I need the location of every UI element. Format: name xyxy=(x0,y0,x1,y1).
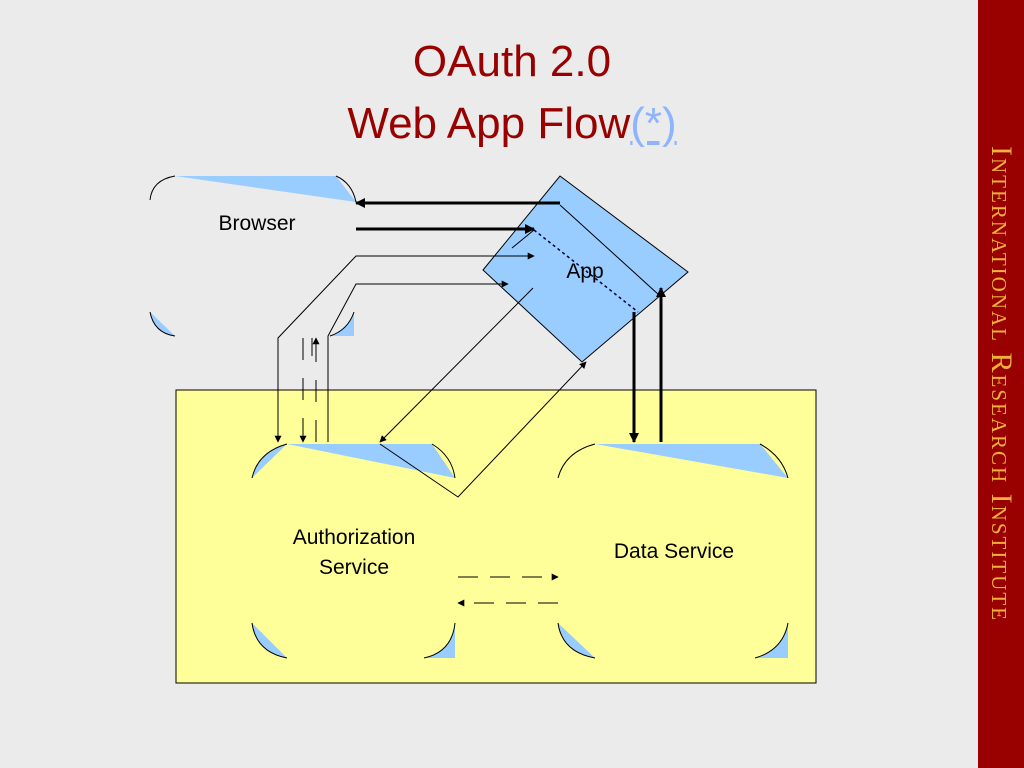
slide-title-text: Web App Flow xyxy=(347,99,631,148)
arrow-auth-to-app xyxy=(379,361,587,498)
arrow-auth-redirect-to-browser xyxy=(274,252,535,443)
slide-title-line2: Web App Flow(*) xyxy=(0,100,1024,148)
server-region xyxy=(175,389,817,684)
data-service-node: Data Service xyxy=(557,443,789,659)
arrow-callback-to-app xyxy=(327,280,509,442)
slide-title-line1: OAuth 2.0 xyxy=(412,37,612,86)
sidebar-band xyxy=(978,0,1024,768)
authorization-service-node: Authorization Service xyxy=(251,443,456,659)
browser-label: Browser xyxy=(218,212,295,235)
flow-arrows xyxy=(274,198,666,607)
authorization-label-line1: Authorization xyxy=(293,526,416,549)
data-service-label: Data Service xyxy=(614,540,734,563)
app-label: App xyxy=(566,260,603,283)
footnote-link[interactable]: (*) xyxy=(630,99,677,148)
authorization-label-line2: Service xyxy=(319,556,389,579)
browser-node: Browser xyxy=(149,175,357,337)
arrow-app-to-auth xyxy=(379,287,534,443)
